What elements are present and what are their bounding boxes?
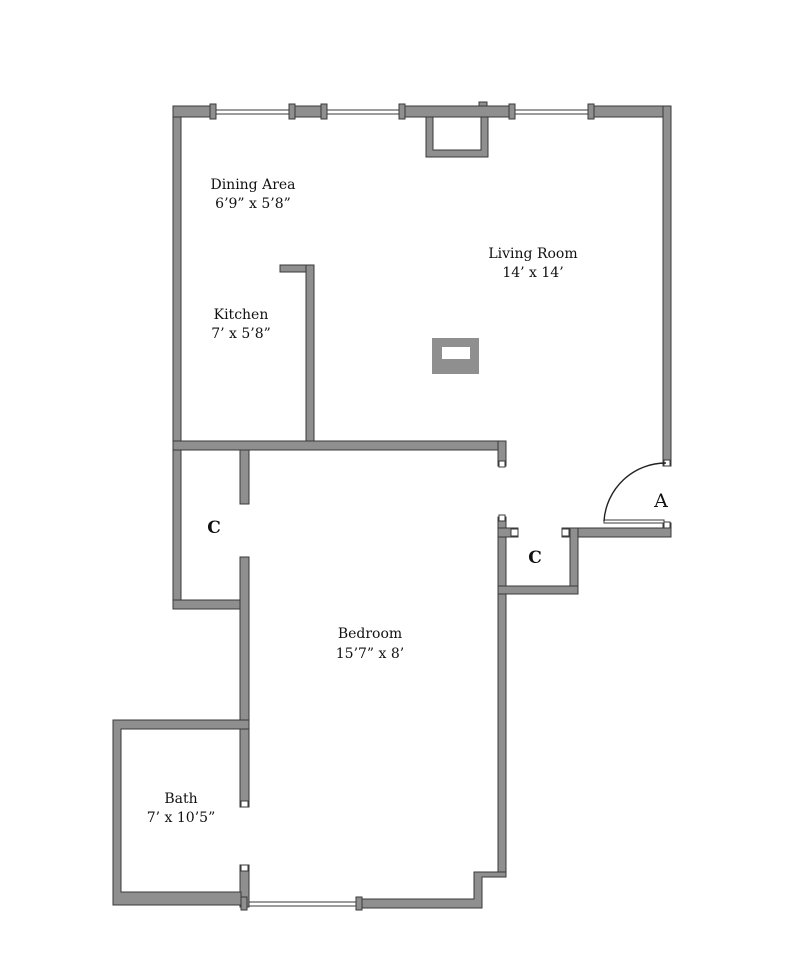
post [508, 103, 516, 120]
post [320, 103, 328, 120]
post [478, 101, 488, 107]
post [209, 103, 217, 120]
wall-top-4 [590, 105, 672, 118]
wall-top-2 [291, 105, 325, 118]
living-room-name: Living Room [488, 246, 577, 262]
jamb [498, 514, 506, 522]
kitchen-name: Kitchen [214, 307, 269, 323]
door-leaf [603, 519, 665, 524]
closet-right-label: C [528, 548, 542, 568]
closet-left-label: C [207, 518, 221, 538]
closet-left-bottom [172, 599, 250, 610]
door-swing-arc [603, 462, 667, 522]
bath-name: Bath [164, 791, 197, 807]
dining-area-name: Dining Area [210, 177, 295, 193]
jamb [240, 800, 249, 808]
kitchen-size: 7’ x 5’8” [211, 326, 271, 342]
post [398, 103, 406, 120]
fireplace [425, 116, 489, 158]
dining-area-size: 6’9” x 5’8” [215, 196, 291, 212]
wall-top-3 [401, 105, 513, 118]
post [288, 103, 296, 120]
post [587, 103, 595, 120]
wall-top-1 [172, 105, 214, 118]
ceiling-fixture [432, 338, 479, 374]
jamb [561, 528, 570, 537]
wall-mid [172, 440, 507, 451]
entry-label: A [653, 490, 668, 512]
bedroom-left-wall [239, 556, 250, 808]
wall-right [662, 105, 672, 467]
window-bottom [248, 901, 361, 907]
jamb [498, 460, 506, 468]
jamb [663, 521, 671, 529]
living-room-size: 14’ x 14’ [502, 265, 563, 281]
jamb [510, 528, 519, 537]
windows [212, 109, 592, 907]
bedroom-right-wall [497, 516, 507, 878]
jamb [240, 864, 249, 872]
bath-size: 7’ x 10’5” [147, 810, 215, 826]
closet-right-side [569, 527, 579, 595]
entry-door [603, 462, 667, 524]
bedroom-name: Bedroom [338, 626, 402, 642]
post [355, 896, 363, 911]
kitchen-wall-side [305, 264, 315, 449]
wall-left-upper [172, 105, 182, 452]
bedroom-bottom-wall [359, 871, 507, 909]
window-top-2 [323, 109, 403, 115]
bath-walls [112, 719, 250, 906]
closet-right-bottom [497, 585, 579, 595]
post [240, 896, 248, 911]
window-top-1 [212, 109, 293, 115]
walls [112, 105, 672, 909]
window-top-3 [511, 109, 592, 115]
bedroom-size: 15’7” x 8’ [336, 646, 404, 662]
door-jambs [240, 459, 671, 872]
window-posts [209, 101, 595, 911]
closet-left-wall [172, 449, 182, 609]
closet-left-top-stub [239, 449, 250, 505]
